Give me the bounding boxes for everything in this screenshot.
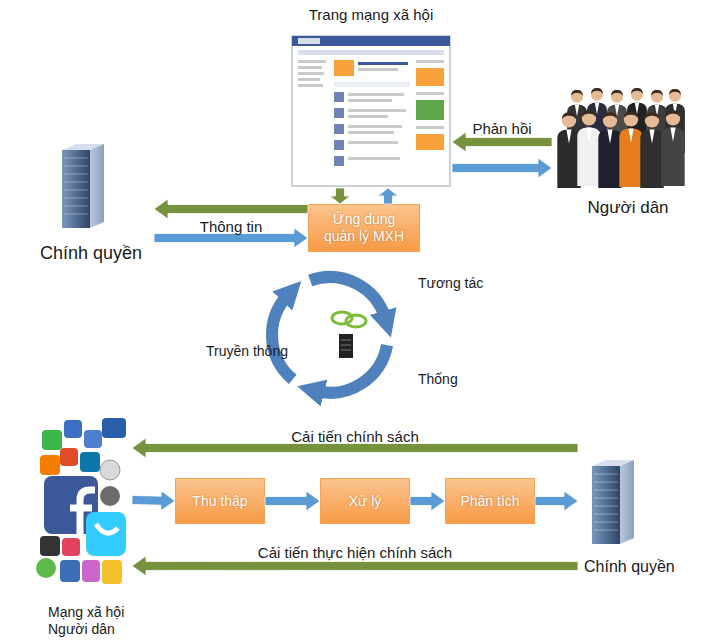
edge-label: Thông tin bbox=[200, 218, 263, 236]
government-node: Chính quyền bbox=[40, 140, 154, 268]
process-box: Ứng dụng quản lý MXH bbox=[308, 204, 420, 252]
server-icon bbox=[62, 144, 104, 228]
process-box: Phân tích bbox=[445, 478, 535, 524]
node-label: Mạng xã hội Người dân bbox=[28, 604, 132, 638]
node-label: Chính quyền bbox=[578, 557, 696, 576]
box-label: Ứng dụng quản lý MXH bbox=[319, 211, 409, 245]
flow-arrow bbox=[330, 188, 350, 204]
box-label: Xử lý bbox=[349, 493, 382, 510]
citizens-node: Người dân bbox=[552, 86, 692, 220]
government-node: Chính quyền bbox=[578, 440, 696, 580]
box-label: Thu thập bbox=[192, 493, 247, 510]
node-label: Trang mạng xã hội bbox=[290, 6, 452, 24]
webpage-node: Trang mạng xã hội bbox=[290, 6, 452, 188]
small-server-icon bbox=[339, 334, 353, 358]
cycle-label: Thống bbox=[418, 370, 458, 388]
cycle-label: Truyền thông bbox=[206, 342, 288, 360]
box-label: Phân tích bbox=[460, 493, 519, 510]
social-icons bbox=[36, 418, 126, 584]
interaction-icon bbox=[332, 312, 366, 327]
flow-arrow bbox=[265, 491, 320, 511]
node-label: Chính quyền bbox=[40, 242, 154, 264]
flow-arrow bbox=[410, 491, 445, 511]
process-box: Thu thập bbox=[175, 478, 265, 524]
social-network-node: Mạng xã hội Người dân bbox=[28, 410, 132, 640]
edge-label: Cải tiến thực hiện chính sách bbox=[258, 544, 452, 562]
node-label: Người dân bbox=[552, 198, 692, 218]
edge-label: Cải tiến chính sách bbox=[291, 428, 419, 446]
process-box: Xử lý bbox=[320, 478, 410, 524]
flow-arrow bbox=[132, 491, 175, 511]
flow-arrow bbox=[154, 199, 308, 219]
flow-arrow bbox=[535, 491, 578, 511]
server-icon bbox=[592, 460, 634, 544]
webpage-screenshot bbox=[292, 36, 450, 186]
cycle-arrows bbox=[272, 277, 387, 393]
flow-arrow bbox=[378, 188, 398, 204]
flow-arrow bbox=[452, 158, 552, 178]
edge-label: Phản hồi bbox=[472, 120, 531, 138]
cycle-label: Tương tác bbox=[418, 274, 483, 292]
people-illustration bbox=[557, 88, 685, 188]
